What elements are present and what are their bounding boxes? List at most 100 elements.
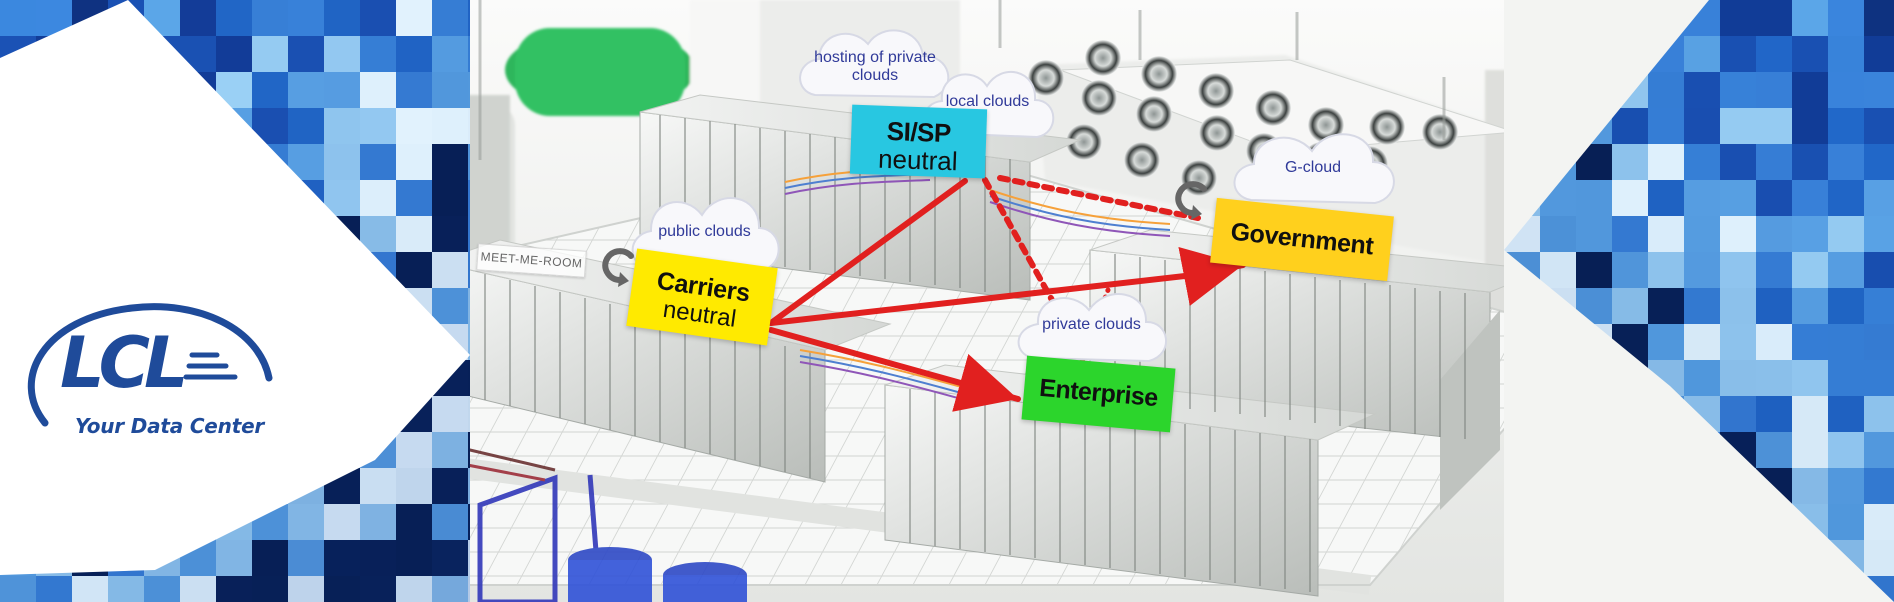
pixel-tile — [468, 360, 470, 396]
pixel-tile — [252, 576, 288, 602]
pixel-tile — [288, 540, 324, 576]
pixel-tile — [1864, 36, 1894, 72]
pixel-tile — [1828, 180, 1864, 216]
private-clouds-cloud: private clouds — [1009, 278, 1174, 373]
pixel-tile — [1828, 72, 1864, 108]
pixel-tile — [1684, 144, 1720, 180]
pixel-tile — [1864, 396, 1894, 432]
pixel-tile — [1756, 216, 1792, 252]
pixel-tile — [1792, 180, 1828, 216]
pixel-tile — [1720, 216, 1756, 252]
pixel-tile — [396, 468, 432, 504]
enterprise-label: Enterprise — [1021, 355, 1176, 433]
pixel-tile — [1756, 144, 1792, 180]
pixel-tile — [1864, 216, 1894, 252]
pixel-tile — [324, 540, 360, 576]
cloud-text: G-cloud — [1284, 158, 1342, 176]
pixel-tile — [1828, 252, 1864, 288]
pixel-tile — [1792, 252, 1828, 288]
pixel-tile — [396, 144, 432, 180]
pixel-tile — [360, 504, 396, 540]
pixel-tile — [1792, 72, 1828, 108]
pixel-tile — [1864, 540, 1894, 576]
pixel-tile — [1864, 180, 1894, 216]
pixel-tile — [216, 540, 252, 576]
pixel-tile — [252, 36, 288, 72]
pixel-tile — [0, 576, 36, 602]
pixel-tile — [1792, 432, 1828, 468]
pixel-tile — [1684, 216, 1720, 252]
pixel-tile — [1864, 468, 1894, 504]
pixel-tile — [1828, 288, 1864, 324]
pixel-tile — [1576, 180, 1612, 216]
pixel-tile — [1684, 324, 1720, 360]
pixel-tile — [1828, 216, 1864, 252]
pixel-tile — [432, 576, 468, 602]
pixel-tile — [432, 36, 468, 72]
pixel-tile — [468, 0, 470, 36]
pixel-tile — [288, 36, 324, 72]
pixel-tile — [1720, 396, 1756, 432]
pixel-tile — [432, 144, 468, 180]
pixel-tile — [360, 144, 396, 180]
pixel-tile — [1756, 252, 1792, 288]
pixel-tile — [468, 468, 470, 504]
pixel-tile — [1612, 252, 1648, 288]
pixel-tile — [0, 0, 36, 36]
pixel-tile — [324, 108, 360, 144]
pixel-tile — [1828, 504, 1864, 540]
pixel-tile — [1720, 0, 1756, 36]
pixel-tile — [1828, 396, 1864, 432]
pixel-tile — [1792, 108, 1828, 144]
pixel-tile — [1756, 108, 1792, 144]
pixel-tile — [396, 72, 432, 108]
pixel-tile — [1864, 252, 1894, 288]
pixel-tile — [1756, 180, 1792, 216]
pixel-tile — [36, 576, 72, 602]
pixel-tile — [396, 540, 432, 576]
pixel-tile — [396, 576, 432, 602]
pixel-tile — [396, 108, 432, 144]
pixel-tile — [432, 396, 468, 432]
pixel-tile — [1792, 0, 1828, 36]
pixel-tile — [1864, 324, 1894, 360]
pixel-tile — [432, 288, 468, 324]
si-sp-label: SI/SP neutral — [849, 104, 988, 179]
pixel-tile — [324, 576, 360, 602]
pixel-tile — [1612, 288, 1648, 324]
pixel-tile — [1612, 144, 1648, 180]
pixel-tile — [1648, 108, 1684, 144]
lcl-logo-text: LCL — [60, 322, 189, 404]
pixel-tile — [1792, 396, 1828, 432]
pixel-tile — [396, 252, 432, 288]
pixel-tile — [1720, 108, 1756, 144]
pixel-tile — [1684, 108, 1720, 144]
pixel-tile — [468, 432, 470, 468]
pixel-tile — [1828, 432, 1864, 468]
pixel-tile — [324, 504, 360, 540]
pixel-tile — [432, 108, 468, 144]
pixel-tile — [396, 504, 432, 540]
pixel-tile — [360, 72, 396, 108]
cloud-text: hosting of private clouds — [814, 48, 936, 84]
pixel-tile — [432, 468, 468, 504]
pixel-tile — [1684, 36, 1720, 72]
pixel-tile — [360, 540, 396, 576]
lcl-logo: LCL Your Data Center — [15, 300, 285, 455]
si-sp-title: SI/SP — [886, 115, 952, 149]
pixel-tile — [468, 252, 470, 288]
pixel-tile — [468, 540, 470, 576]
pixel-tile — [468, 504, 470, 540]
pixel-tile — [1648, 216, 1684, 252]
pixel-tile — [1540, 216, 1576, 252]
pixel-tile — [1720, 360, 1756, 396]
fan-roof — [1028, 40, 1516, 196]
pixel-tile — [324, 0, 360, 36]
pixel-tile — [1828, 108, 1864, 144]
government-title: Government — [1229, 217, 1375, 261]
pixel-tile — [288, 504, 324, 540]
pixel-tile — [1756, 396, 1792, 432]
pixel-tile — [1648, 252, 1684, 288]
pixel-tile — [108, 576, 144, 602]
